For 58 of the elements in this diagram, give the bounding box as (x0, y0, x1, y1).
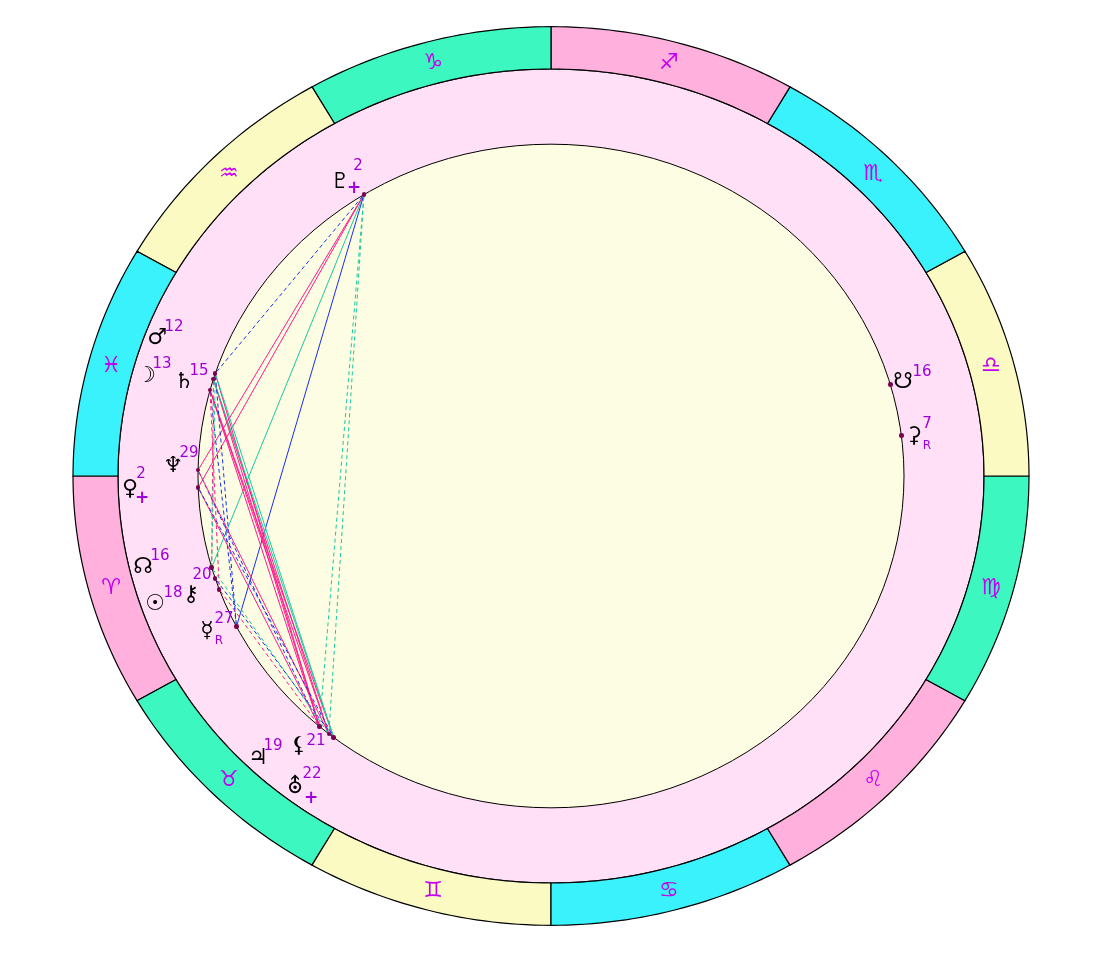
zodiac-symbol: ♋ (659, 878, 679, 901)
position-dot-icon (326, 731, 332, 737)
planet-symbol: ☋ (893, 370, 913, 392)
position-dot-icon (213, 371, 218, 376)
aspect-line (216, 195, 364, 373)
aspect-line (212, 196, 364, 566)
degree-number: 15 (189, 362, 209, 378)
position-dot-icon (195, 468, 201, 473)
retrograde-mark: R (922, 439, 932, 451)
zodiac-symbol: ♒ (219, 162, 239, 185)
degree-number: 22 (302, 765, 322, 781)
position-dot-icon (196, 485, 201, 490)
planet-symbol: ⛢ (286, 775, 304, 797)
position-dot-icon (317, 724, 322, 729)
position-dot-icon (888, 382, 893, 387)
position-dot-icon (217, 587, 222, 592)
zodiac-symbol: ♐ (659, 51, 679, 74)
zodiac-symbol: ♓ (101, 354, 121, 377)
position-dot-icon (207, 387, 213, 393)
aspect-line (211, 380, 214, 566)
position-dot-icon (213, 576, 218, 581)
zodiac-symbol: ♑ (423, 51, 443, 74)
position-dot-icon (331, 735, 336, 740)
zodiac-symbol: ♎ (981, 354, 1001, 377)
degree-number: 2 (136, 465, 146, 481)
aspect-line (328, 196, 365, 733)
plus-mark: + (303, 790, 319, 804)
position-dot-icon (209, 565, 214, 570)
position-dot-icon (899, 433, 904, 438)
planet-symbol: ☊ (133, 555, 153, 577)
zodiac-symbol: ♏ (863, 162, 883, 185)
planet-symbol: ⚷ (182, 583, 200, 605)
position-dot-icon (211, 376, 216, 382)
degree-number: 20 (192, 566, 212, 582)
zodiac-symbol: ♈ (101, 575, 121, 598)
degree-number: 21 (306, 732, 326, 748)
planet-symbol: ⚳ (905, 424, 923, 446)
planet-symbol: ♂ (147, 326, 167, 348)
degree-number: 29 (179, 444, 199, 460)
zodiac-symbol: ♉ (219, 767, 239, 790)
degree-number: 18 (163, 584, 183, 600)
aspect-line (236, 196, 364, 626)
zodiac-symbol: ♌ (863, 767, 883, 790)
aspect-line (209, 391, 220, 588)
planet-symbol: ☿ (200, 619, 214, 641)
position-dot-icon (361, 192, 367, 197)
degree-number: 16 (912, 363, 932, 379)
degree-number: 16 (150, 547, 170, 563)
degree-number: 7 (922, 415, 932, 431)
zodiac-symbol: ♊ (423, 878, 443, 901)
degree-number: 2 (353, 157, 363, 173)
zodiac-symbol: ♍ (981, 575, 1001, 598)
planet-symbol: ⚸ (290, 734, 308, 756)
aspect-line (220, 590, 319, 726)
degree-number: 27 (214, 610, 234, 626)
retrograde-mark: R (214, 634, 224, 646)
planet-symbol: ☉ (145, 592, 165, 614)
position-dot-icon (234, 624, 239, 629)
